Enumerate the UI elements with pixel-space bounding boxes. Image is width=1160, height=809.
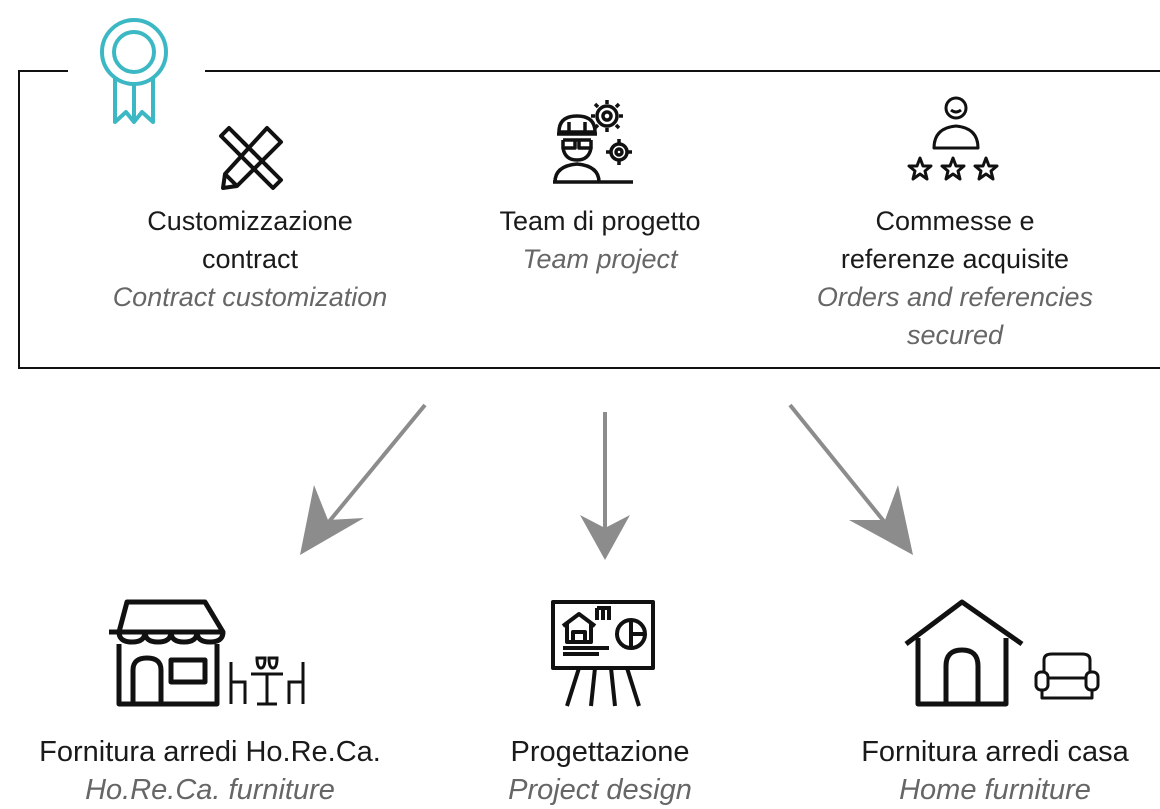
user-rating-stars-icon [907, 96, 999, 181]
bottom-translation-1: Ho.Re.Ca. furniture [85, 774, 335, 806]
top-label-1-line-2: contract [201, 244, 299, 274]
ruler-pencil-icon [219, 126, 283, 190]
presentation-board-icon [551, 600, 655, 707]
frame-top-left [18, 70, 68, 72]
bottom-caption-1: Fornitura arredi Ho.Re.Ca. Ho.Re.Ca. fur… [0, 733, 420, 809]
top-label-3-line-1: Commesse e [875, 206, 1035, 236]
top-label-1-line-1: Customizzazione [147, 206, 353, 236]
top-translation-1: Contract customization [112, 282, 388, 312]
top-caption-1: Customizzazione contract Contract custom… [60, 202, 440, 316]
bottom-translation-3: Home furniture [899, 774, 1091, 806]
arrow-center [580, 412, 630, 560]
shop-awning-table-icon [109, 599, 305, 707]
top-label-2: Team di progetto [499, 206, 701, 236]
arrow-left [300, 403, 427, 555]
arrow-right [788, 403, 913, 555]
bottom-caption-3: Fornitura arredi casa Home furniture [830, 733, 1160, 809]
top-translation-2: Team project [522, 244, 678, 274]
top-caption-2: Team di progetto Team project [440, 202, 760, 278]
engineer-gears-icon [553, 100, 633, 184]
bottom-caption-2: Progettazione Project design [440, 733, 760, 809]
award-ribbon-icon [100, 18, 168, 124]
top-translation-3-line-1: Orders and referencies [816, 282, 1094, 312]
top-caption-3: Commesse e referenze acquisite Orders an… [770, 202, 1140, 354]
frame-left [18, 70, 20, 369]
frame-bottom [18, 367, 1160, 369]
bottom-label-2: Progettazione [510, 736, 690, 768]
frame-top-right [205, 70, 1160, 72]
house-armchair-icon [904, 599, 1100, 707]
bottom-label-3: Fornitura arredi casa [861, 736, 1129, 768]
bottom-label-1: Fornitura arredi Ho.Re.Ca. [39, 736, 381, 768]
top-label-3-line-2: referenze acquisite [840, 244, 1070, 274]
bottom-translation-2: Project design [508, 774, 692, 806]
top-translation-3-line-2: secured [906, 320, 1004, 350]
